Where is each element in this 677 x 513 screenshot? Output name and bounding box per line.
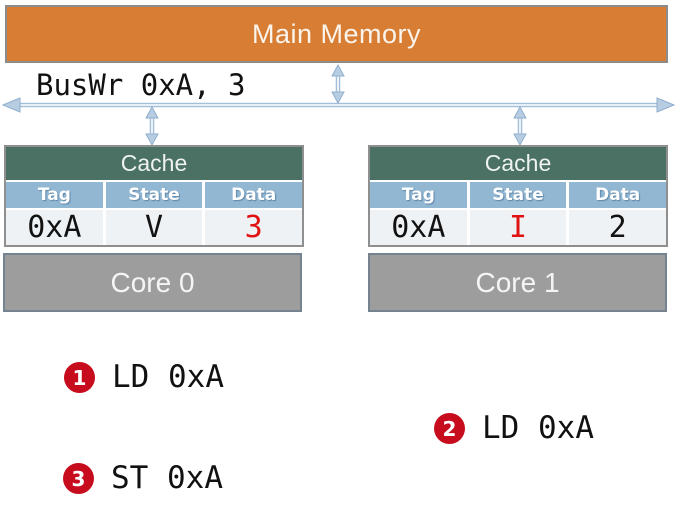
cache0-data-value: 3 xyxy=(205,210,303,245)
event-2-row: 2 LD 0xA xyxy=(434,413,594,444)
bus-cache1-arrow-icon xyxy=(513,105,527,147)
cache0-col-state: State xyxy=(105,182,203,208)
cache0-state-value: V xyxy=(105,210,203,245)
cache1-value-row: 0xA I 2 xyxy=(370,210,667,245)
cache0-table: Cache Tag State Data 0xA V 3 xyxy=(4,145,304,247)
core1-box: Core 1 xyxy=(368,253,667,312)
cache0-header-row: Tag State Data xyxy=(6,182,303,208)
main-memory-label: Main Memory xyxy=(251,18,422,49)
event-2-number-badge: 2 xyxy=(434,413,465,444)
event-1-row: 1 LD 0xA xyxy=(64,362,224,393)
cache1-col-tag: Tag xyxy=(370,182,467,208)
core0-label: Core 0 xyxy=(110,266,195,298)
cache0-col-data: Data xyxy=(205,182,303,208)
memory-bus-arrow-icon xyxy=(331,63,345,105)
cache1-header-row: Tag State Data xyxy=(370,182,667,208)
cache1-col-state: State xyxy=(469,182,567,208)
bus-transaction-label: BusWr 0xA, 3 xyxy=(36,68,246,102)
event-3-number-badge: 3 xyxy=(63,463,94,494)
cache1-title: Cache xyxy=(370,147,666,180)
cache1-state-value: I xyxy=(469,210,567,245)
cache1-tag-value: 0xA xyxy=(370,210,467,245)
cache1-col-data: Data xyxy=(569,182,667,208)
bus-cache0-arrow-icon xyxy=(145,105,159,147)
event-1-label: LD 0xA xyxy=(112,359,224,395)
main-memory-box: Main Memory xyxy=(5,5,668,63)
cache0-title: Cache xyxy=(6,147,302,180)
core0-box: Core 0 xyxy=(3,253,302,312)
event-3-label: ST 0xA xyxy=(111,460,223,496)
cache0-tag-value: 0xA xyxy=(6,210,103,245)
event-3-row: 3 ST 0xA xyxy=(63,463,223,494)
cache1-table: Cache Tag State Data 0xA I 2 xyxy=(368,145,668,247)
cache1-data-value: 2 xyxy=(569,210,667,245)
core1-label: Core 1 xyxy=(475,266,560,298)
cache0-col-tag: Tag xyxy=(6,182,103,208)
event-2-label: LD 0xA xyxy=(482,410,594,446)
cache0-value-row: 0xA V 3 xyxy=(6,210,303,245)
event-1-number-badge: 1 xyxy=(64,362,95,393)
